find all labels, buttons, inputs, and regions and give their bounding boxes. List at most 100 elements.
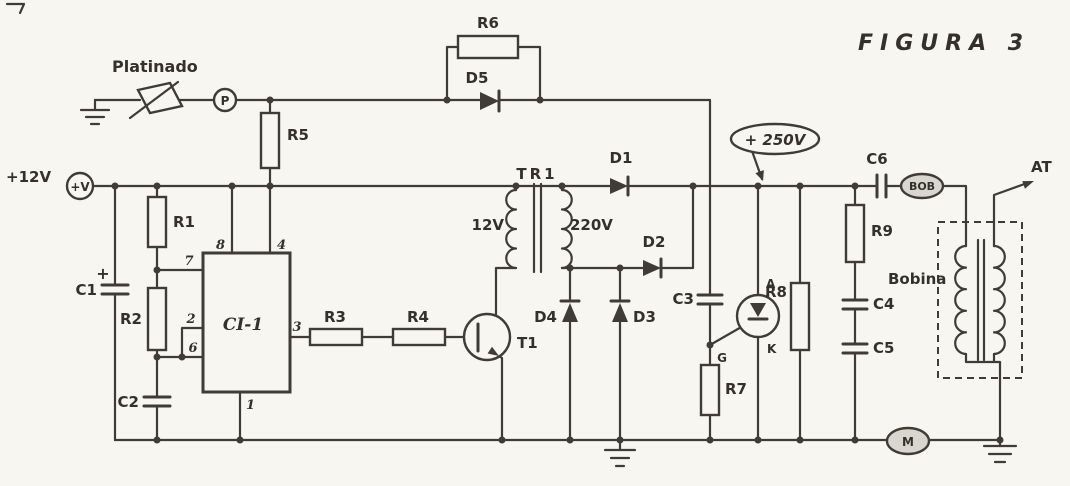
primary-winding xyxy=(505,188,518,270)
c5-label: C5 xyxy=(873,339,894,357)
capacitor-c1 xyxy=(100,283,130,296)
r9-label: R9 xyxy=(871,222,893,240)
breaker-points-icon xyxy=(128,80,184,120)
r4-label: R4 xyxy=(407,308,429,326)
diode-d3 xyxy=(609,299,631,322)
figure-title: FIGURA 3 xyxy=(858,31,1030,56)
r2-label: R2 xyxy=(120,310,142,328)
ground-icon-right xyxy=(982,444,1018,464)
c2-label: C2 xyxy=(118,393,139,411)
junction-dots xyxy=(111,96,1004,444)
hv-node-label: + 250V xyxy=(745,131,807,149)
r7-label: R7 xyxy=(725,380,747,398)
ic-pin7-label: 7 xyxy=(184,254,193,269)
ic-ci1-body xyxy=(201,251,292,394)
wire-r6-loop xyxy=(445,45,542,102)
capacitor-c5 xyxy=(841,342,869,355)
breaker-contact-arm xyxy=(128,80,180,120)
capacitor-c3 xyxy=(696,293,724,306)
diode-d1 xyxy=(610,175,630,197)
secondary-winding xyxy=(560,188,573,270)
wire-pin2 xyxy=(180,326,205,359)
d4-label: D4 xyxy=(534,308,557,326)
wire-at-output xyxy=(992,180,1032,248)
r3-label: R3 xyxy=(324,308,346,326)
supply-terminal-icon xyxy=(65,171,95,201)
resistor-r7 xyxy=(699,363,721,417)
ignition-coil-icon xyxy=(937,221,1023,379)
ic-pin1-label: 1 xyxy=(246,398,255,413)
transistor-t1-icon xyxy=(462,312,512,362)
resistor-r3 xyxy=(308,327,364,347)
hv-node-badge xyxy=(729,122,821,156)
c3-label: C3 xyxy=(673,290,694,308)
t1-label: T1 xyxy=(517,334,538,352)
ic-pin6-label: 6 xyxy=(188,341,197,356)
resistor-r2 xyxy=(146,286,168,352)
coil-dashed-box xyxy=(937,221,1023,379)
c1-polarity-label: + xyxy=(96,264,109,283)
p-terminal-label: P xyxy=(221,94,230,108)
bob-terminal-label: BOB xyxy=(909,180,935,193)
r6-label: R6 xyxy=(477,14,499,32)
bobina-label: Bobina xyxy=(888,270,946,288)
at-output-label: AT xyxy=(1031,158,1052,176)
platinado-label: Platinado xyxy=(112,57,198,76)
r5-label: R5 xyxy=(287,126,309,144)
scr-icon xyxy=(735,293,781,339)
transformer-core xyxy=(532,182,543,274)
transistor-emitter-arrow xyxy=(487,346,499,356)
ic-pin2-label: 2 xyxy=(185,312,195,327)
resistor-r8 xyxy=(789,281,811,352)
primary-voltage-label: 12V xyxy=(472,216,505,234)
scr-triangle xyxy=(750,303,766,317)
secondary-voltage-label: 220V xyxy=(570,216,613,234)
d1-label: D1 xyxy=(610,149,633,167)
d5-label: D5 xyxy=(466,69,489,87)
c6-label: C6 xyxy=(866,150,887,168)
c1-label: C1 xyxy=(76,281,97,299)
scr-anode-label: A xyxy=(766,277,776,291)
motor-terminal-badge xyxy=(885,426,931,456)
coil-core xyxy=(976,238,986,362)
wire-trigger-line xyxy=(445,98,712,297)
ic-pin4-label: 4 xyxy=(277,238,286,253)
supply-terminal-label: +V xyxy=(70,180,90,194)
bob-terminal-badge xyxy=(899,172,945,200)
p-terminal-icon xyxy=(212,87,238,113)
resistor-r9 xyxy=(844,203,866,264)
motor-terminal-label: M xyxy=(902,435,914,449)
wire-main-rail xyxy=(90,184,968,248)
diode-d4 xyxy=(559,299,581,322)
ground-icon-left xyxy=(79,98,111,126)
r1-label: R1 xyxy=(173,213,195,231)
ic-pin8-label: 8 xyxy=(216,238,225,253)
d2-label: D2 xyxy=(643,233,666,251)
resistor-r1 xyxy=(146,195,168,249)
scr-cathode-label: K xyxy=(767,342,777,356)
diode-d2 xyxy=(643,257,663,279)
r8-label: R8 xyxy=(765,283,787,301)
capacitor-c2 xyxy=(142,395,172,408)
wire-coil-bottom xyxy=(964,352,1002,448)
tr1-label: TR1 xyxy=(516,165,557,183)
coil-secondary-winding xyxy=(992,244,1006,356)
resistor-r6 xyxy=(456,34,520,60)
hv-arrowhead-icon xyxy=(755,170,764,181)
diode-d5 xyxy=(480,89,501,113)
resistor-r5 xyxy=(259,111,281,170)
resistor-r4 xyxy=(391,327,447,347)
transformer-tr1-icon xyxy=(505,182,573,274)
at-arrowhead-icon xyxy=(1022,181,1034,189)
scan-artifact-mark xyxy=(5,2,26,15)
supply-voltage-label: +12V xyxy=(6,168,51,186)
ic-ci1-label: CI-1 xyxy=(223,315,263,335)
breaker-body xyxy=(136,81,184,115)
wire-secondary-d2 xyxy=(560,184,695,270)
d3-label: D3 xyxy=(633,308,656,326)
coil-primary-winding xyxy=(954,244,968,356)
scr-gate-label: G xyxy=(717,351,727,365)
c4-label: C4 xyxy=(873,295,894,313)
capacitor-c6 xyxy=(875,173,888,199)
